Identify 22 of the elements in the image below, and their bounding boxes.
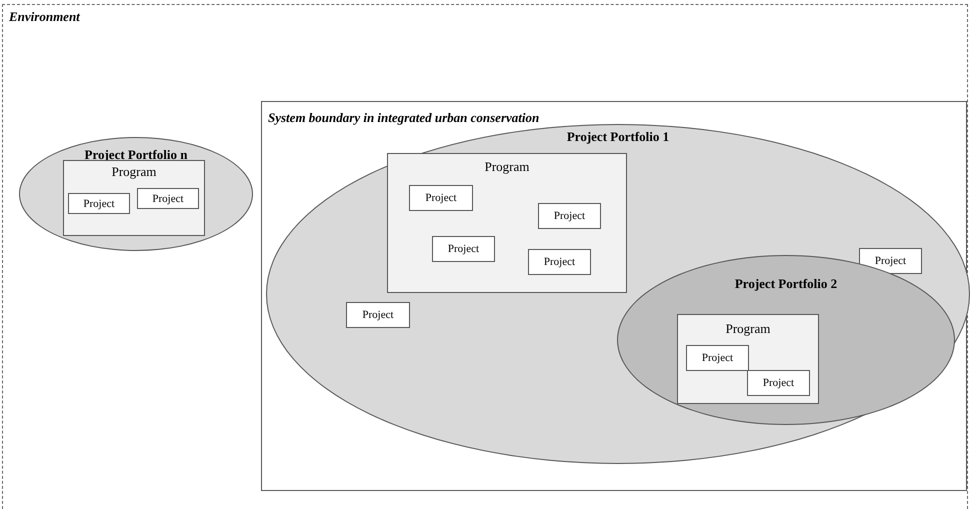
project-card: Project [747, 370, 810, 396]
program-title: Program [726, 321, 770, 337]
program-panel [677, 314, 819, 404]
project-card: Project [432, 236, 495, 262]
portfolio-title: Project Portfolio 1 [566, 129, 670, 145]
project-card: Project [346, 302, 410, 328]
program-title: Program [484, 159, 530, 175]
system-boundary-title: System boundary in integrated urban conservation [268, 110, 540, 126]
project-card: Project [409, 185, 473, 211]
program-panel [63, 160, 205, 236]
portfolio-title: Project Portfolio n [84, 147, 188, 163]
program-title: Program [112, 164, 156, 180]
project-card: Project [859, 248, 922, 274]
project-card: Project [528, 249, 591, 275]
project-card: Project [68, 193, 130, 214]
environment-boundary [2, 4, 968, 511]
portfolio-title: Project Portfolio 2 [734, 276, 838, 292]
project-card: Project [538, 203, 601, 229]
project-card: Project [137, 188, 199, 209]
environment-title: Environment [9, 9, 80, 25]
project-card: Project [686, 345, 749, 371]
program-panel [387, 153, 627, 293]
